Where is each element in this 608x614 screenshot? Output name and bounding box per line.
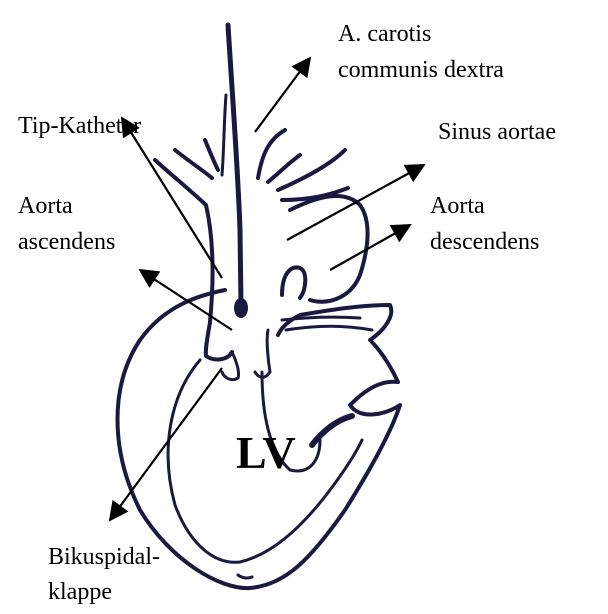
- atrium-flap: [282, 317, 360, 320]
- label-sinus-aortae: Sinus aortae: [438, 118, 556, 146]
- label-carotis-line1: A. carotis: [338, 20, 431, 48]
- label-aorta-descendens-line2: descendens: [430, 228, 539, 256]
- aortic-arch-outer: [290, 196, 368, 302]
- branch-middle-left: [222, 95, 226, 175]
- branch-right-upper: [268, 155, 300, 182]
- label-bikuspidal-line2: klappe: [48, 578, 112, 606]
- brachiocephalic-inner: [175, 150, 212, 178]
- atrium-flap-2: [286, 326, 372, 330]
- branch-right-far: [278, 150, 345, 190]
- branch-left-upper: [205, 140, 218, 170]
- catheter-tip: [234, 298, 248, 318]
- catheter-line: [228, 25, 241, 305]
- apex-mark: [238, 575, 252, 578]
- arrow-aorta-descendens: [330, 225, 410, 270]
- arrow-aorta-ascendens: [140, 270, 232, 330]
- label-aorta-ascendens-line1: Aorta: [18, 192, 73, 220]
- aorta-descendens-inner: [282, 267, 305, 298]
- arrow-bikuspidal: [110, 368, 222, 520]
- label-aorta-ascendens-line2: ascendens: [18, 228, 115, 256]
- label-carotis-line2: communis dextra: [338, 56, 504, 84]
- label-left-ventricle: LV: [236, 428, 296, 478]
- mitral-chorda: [312, 416, 352, 445]
- label-bikuspidal-line1: Bikuspidal-: [48, 543, 160, 571]
- aorta-wall-right: [255, 330, 270, 377]
- label-aorta-descendens-line1: Aorta: [430, 192, 485, 220]
- arrow-carotis: [255, 58, 310, 132]
- label-tip-katheter: Tip-Katheter: [18, 112, 141, 140]
